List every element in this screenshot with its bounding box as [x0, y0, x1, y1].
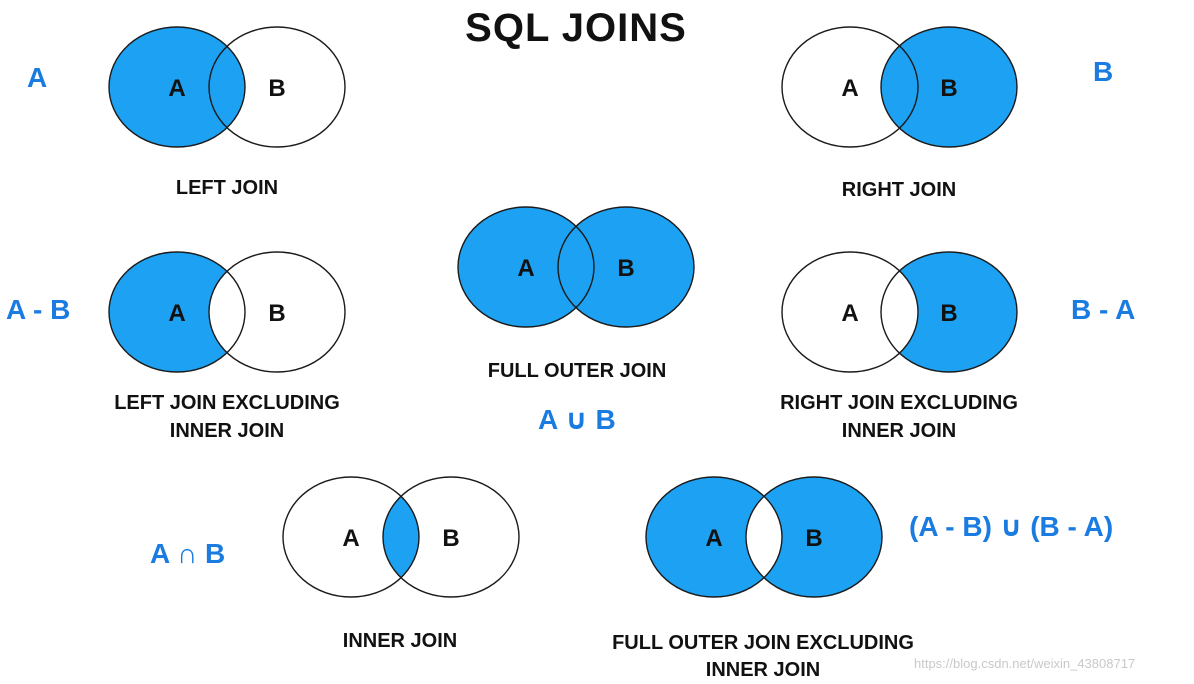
- note-inner-join: A ∩ B: [150, 538, 226, 569]
- set-label-a: A: [168, 75, 185, 102]
- circle-a: [781, 251, 919, 373]
- circle-a: [282, 476, 420, 598]
- caption-right-join: RIGHT JOIN: [841, 179, 957, 201]
- region-b-only: [558, 207, 694, 327]
- circle-a: [108, 251, 246, 373]
- set-label-b: B: [940, 300, 957, 327]
- set-label-b: B: [805, 525, 822, 552]
- set-label-a: A: [168, 300, 185, 327]
- region-b-only: [881, 27, 1017, 147]
- note-full-outer: A ∪ B: [538, 404, 616, 435]
- caption-full-outer-excluding-line1: FULL OUTER JOIN EXCLUDING: [612, 632, 914, 654]
- watermark: https://blog.csdn.net/weixin_43808717: [914, 656, 1136, 671]
- circle-a: [781, 26, 919, 148]
- circle-b: [382, 476, 520, 598]
- caption-right-excluding-line2: INNER JOIN: [841, 420, 957, 442]
- set-label-b: B: [268, 75, 285, 102]
- caption-full-outer: FULL OUTER JOIN: [487, 360, 667, 382]
- page-title: SQL JOINS: [465, 6, 687, 50]
- circle-a: [645, 476, 783, 598]
- note-left-join: A: [27, 62, 48, 93]
- caption-inner-join: INNER JOIN: [342, 630, 458, 652]
- caption-right-excluding-line1: RIGHT JOIN EXCLUDING: [780, 392, 1018, 414]
- region-a-only: [109, 252, 245, 372]
- set-label-b: B: [268, 300, 285, 327]
- region-a-only: [458, 207, 594, 327]
- set-label-a: A: [342, 525, 359, 552]
- note-right-join: B: [1093, 56, 1114, 87]
- set-label-a: A: [841, 75, 858, 102]
- circle-b: [557, 206, 695, 328]
- caption-left-excluding-line1: LEFT JOIN EXCLUDING: [114, 392, 340, 414]
- set-label-b: B: [617, 255, 634, 282]
- note-left-excluding: A - B: [6, 294, 71, 325]
- circle-b: [745, 476, 883, 598]
- note-full-outer-excluding: (A - B) ∪ (B - A): [909, 511, 1114, 542]
- set-label-b: B: [442, 525, 459, 552]
- circle-b: [880, 26, 1018, 148]
- circle-b: [880, 251, 1018, 373]
- set-label-a: A: [517, 255, 534, 282]
- region-b-only: [881, 252, 1017, 372]
- region-b-only: [746, 477, 882, 597]
- note-right-excluding: B - A: [1071, 294, 1136, 325]
- region-a-only: [646, 477, 782, 597]
- set-label-a: A: [841, 300, 858, 327]
- circle-b: [208, 26, 346, 148]
- set-label-a: A: [705, 525, 722, 552]
- caption-left-join: LEFT JOIN: [175, 177, 279, 199]
- circle-b: [208, 251, 346, 373]
- set-label-b: B: [940, 75, 957, 102]
- region-a-only: [109, 27, 245, 147]
- caption-full-outer-excluding-line2: INNER JOIN: [705, 659, 821, 681]
- circle-a: [457, 206, 595, 328]
- circle-a: [108, 26, 246, 148]
- caption-left-excluding-line2: INNER JOIN: [169, 420, 285, 442]
